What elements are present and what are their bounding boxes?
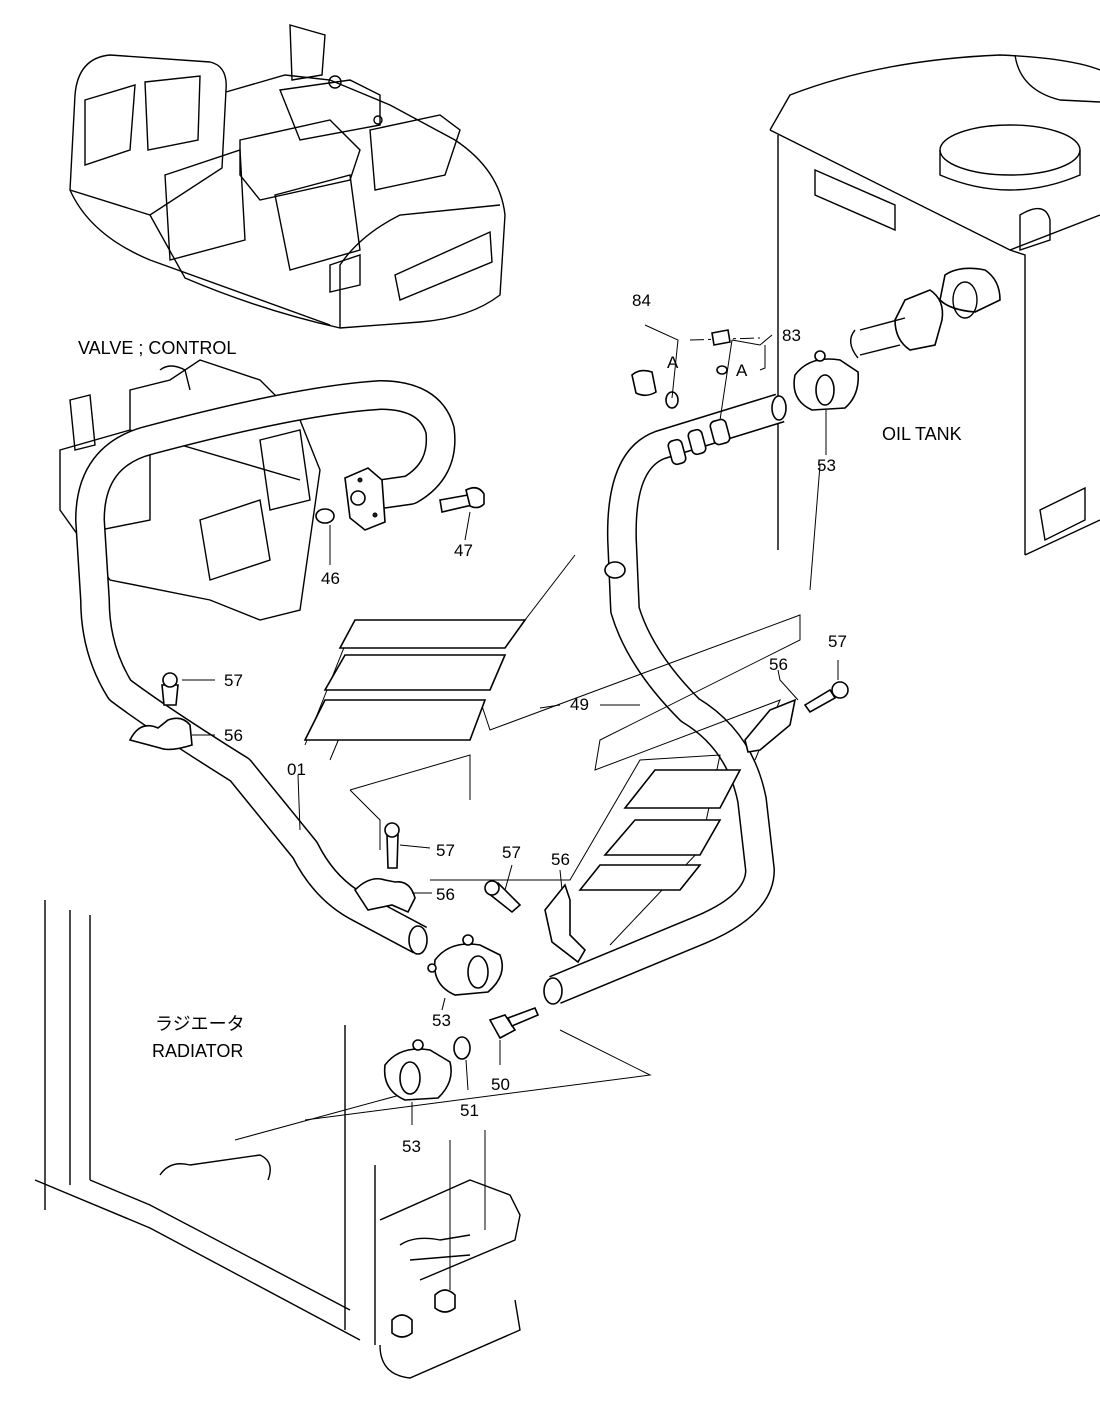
callout-57-right: 57	[828, 632, 847, 651]
callout-56-right: 56	[769, 655, 788, 674]
callout-53-tank: 53	[817, 456, 836, 475]
radiator-frame	[34, 900, 652, 1379]
plug-84	[631, 369, 679, 409]
clamp-53-mid	[427, 934, 504, 996]
clamp-left	[128, 672, 193, 751]
oil-tank-drawing	[689, 54, 1100, 556]
label-radiator-en: RADIATOR	[152, 1041, 243, 1061]
callout-53-mid: 53	[432, 1011, 451, 1030]
callout-57-mid: 57	[436, 841, 455, 860]
clamp-53-tank	[793, 350, 860, 411]
flow-arrow-hatched	[303, 464, 821, 946]
excavator-overview	[69, 24, 506, 329]
callout-83: 83	[782, 326, 801, 345]
clamp-mid	[353, 822, 416, 914]
callout-a-upper: A	[667, 353, 679, 372]
flange-assembly	[315, 467, 386, 531]
callout-a-lower: A	[736, 361, 748, 380]
callout-47: 47	[454, 541, 473, 560]
bolt-47	[439, 486, 485, 513]
label-oil-tank: OIL TANK	[882, 424, 962, 444]
callout-53-low: 53	[402, 1137, 421, 1156]
callout-46: 46	[321, 569, 340, 588]
bracket-56-lower	[484, 880, 587, 964]
clamp-53-low	[383, 1039, 452, 1101]
callout-49: 49	[570, 695, 589, 714]
bracket-56-right	[744, 681, 849, 753]
label-radiator-jp: ラジエータ	[155, 1014, 245, 1034]
callout-51: 51	[460, 1101, 479, 1120]
label-valve-control: VALVE ; CONTROL	[78, 338, 236, 358]
leader-lines	[182, 324, 839, 1125]
callout-01: 01	[287, 760, 306, 779]
hose-01	[75, 380, 456, 955]
callout-84: 84	[632, 291, 651, 310]
hose-49	[543, 393, 787, 1005]
plug-83	[711, 329, 731, 375]
text-labels: VALVE ; CONTROL OIL TANK ラジエータ RADIATOR …	[78, 291, 962, 1156]
ring-51	[453, 1036, 471, 1060]
callout-56-bracket: 56	[551, 850, 570, 869]
fitting-50	[488, 1006, 540, 1040]
callout-56-mid: 56	[436, 885, 455, 904]
callout-50: 50	[491, 1075, 510, 1094]
callout-57-bracket: 57	[502, 843, 521, 862]
callout-57-left: 57	[224, 671, 243, 690]
callout-56-left: 56	[224, 726, 243, 745]
